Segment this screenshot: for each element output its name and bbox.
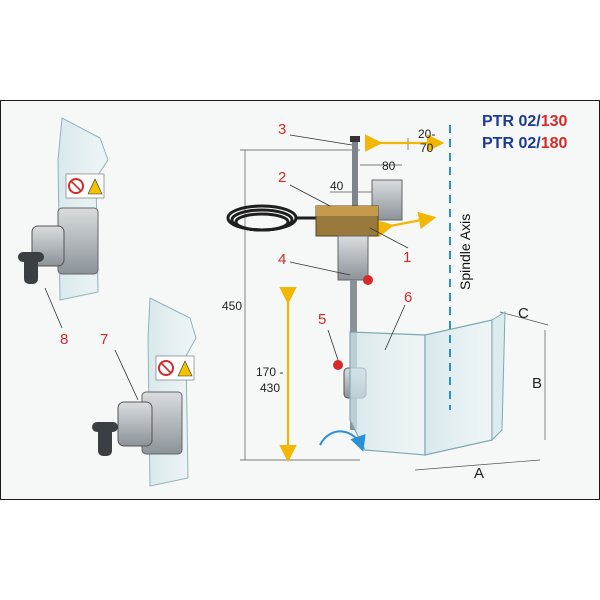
callout-1: 1 [403,249,411,266]
detail-7-clamp-view [92,297,197,487]
callout-6: 6 [404,289,412,306]
dimension-offset-bottom: 70 [420,141,434,155]
dimension-40: 40 [330,179,344,193]
model-label-180: PTR 02/180 [482,135,567,152]
dimension-80: 80 [382,159,396,173]
callout-8: 8 [60,331,68,348]
guard-shield [349,311,506,456]
callout-2: 2 [278,169,286,186]
detail-8-clamp-view [18,117,109,301]
callout-leaders [44,134,409,401]
callout-7: 7 [100,331,108,348]
dimension-labels: 20- 70 80 40 450 170 - 430 A B C [222,127,542,482]
model-labels: PTR 02/130 PTR 02/180 [482,113,567,152]
dimension-C: C [518,305,529,322]
model-prefix: PTR 02/ [482,135,541,152]
model-label-130: PTR 02/130 [482,113,567,130]
warning-label-icons [65,173,105,199]
callout-5: 5 [318,311,326,328]
dimension-range-top: 170 - [256,365,283,379]
warning-label-icons [155,355,195,381]
callout-numbers: 1 2 3 4 5 6 7 8 [60,121,412,348]
callout-4: 4 [278,251,286,268]
dimension-450: 450 [222,299,242,313]
dimension-range-bottom: 430 [260,381,280,395]
clamp-mechanism [18,207,99,284]
rotation-arrow [319,430,366,452]
dimension-A: A [474,465,484,482]
callout-3: 3 [278,121,286,138]
clamp-mechanism [92,391,183,456]
spindle-axis-label: Spindle Axis [457,214,473,290]
model-prefix: PTR 02/ [482,113,541,130]
cable-coil [226,204,320,232]
dimension-offset-top: 20- [418,127,435,141]
model-size: 130 [541,113,568,130]
yellow-dimension-arrows [279,134,445,463]
dimension-B: B [532,375,542,392]
model-size: 180 [541,135,568,152]
